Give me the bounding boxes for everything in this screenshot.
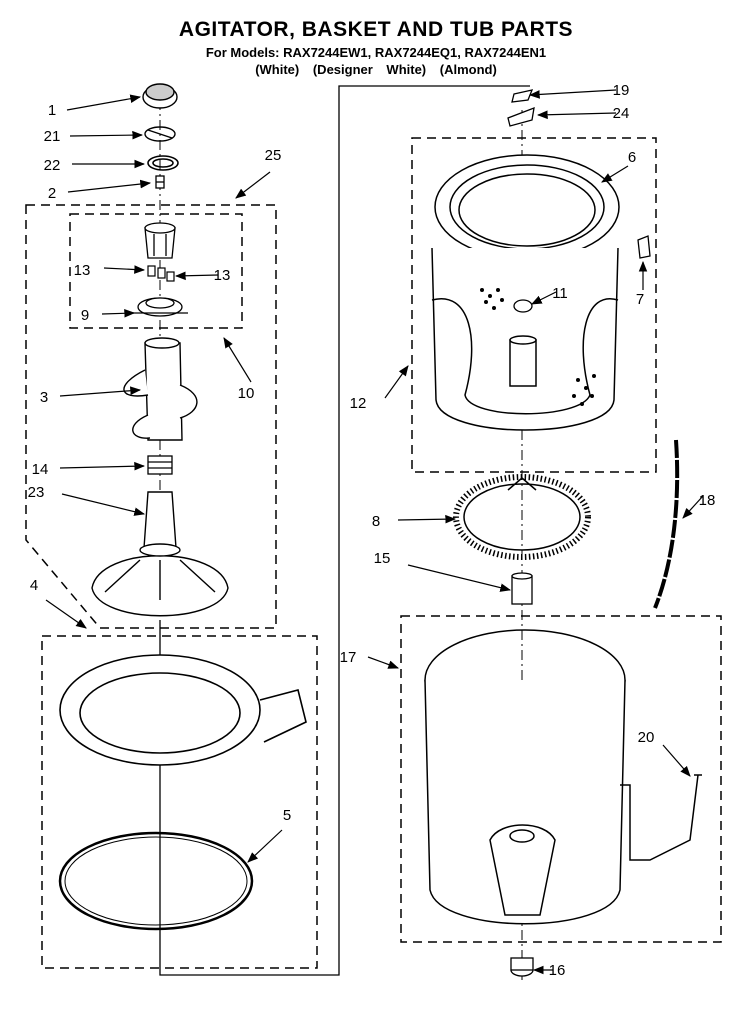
callout-leader-25 xyxy=(235,171,271,199)
group-box-10 xyxy=(69,213,243,329)
model-variants: (White) (Designer White) (Almond) xyxy=(255,62,497,77)
callout-label-13: 13 xyxy=(74,262,91,279)
cap-spring xyxy=(144,126,176,142)
callout-leader-18 xyxy=(682,495,704,519)
callout-leader-20 xyxy=(662,744,691,777)
tub-ring xyxy=(59,654,307,766)
callout-leader-1 xyxy=(66,94,142,111)
drive-hub xyxy=(513,299,533,313)
callout-leader-12 xyxy=(384,365,409,399)
group-box-12 xyxy=(411,137,657,473)
callout-label-25: 25 xyxy=(265,147,282,164)
tub-nut xyxy=(510,957,534,977)
seal-ring xyxy=(147,155,179,171)
callout-label-2: 2 xyxy=(48,185,56,202)
callout-leader-23 xyxy=(61,493,146,516)
callout-leader-14 xyxy=(59,461,146,471)
callout-label-9: 9 xyxy=(81,307,89,324)
fill-hose xyxy=(653,439,680,609)
cam-assembly xyxy=(144,222,176,259)
callout-leader-21 xyxy=(69,130,144,140)
callout-label-15: 15 xyxy=(374,550,391,567)
callout-label-16: 16 xyxy=(549,962,566,979)
auger xyxy=(123,337,198,441)
callout-leader-11 xyxy=(531,291,557,305)
callout-label-6: 6 xyxy=(628,149,636,166)
callout-leader-15 xyxy=(407,564,512,592)
callout-label-7: 7 xyxy=(636,291,644,308)
routing-line xyxy=(159,85,530,976)
callout-leader-17 xyxy=(367,656,400,669)
group-box-17 xyxy=(400,615,722,943)
callout-label-4: 4 xyxy=(30,577,38,594)
balance-ring xyxy=(434,154,620,260)
callout-leader-24 xyxy=(536,110,617,120)
callout-leader-8 xyxy=(397,514,457,524)
group-box-4-5 xyxy=(41,635,318,969)
model-list: For Models: RAX7244EW1, RAX7244EQ1, RAX7… xyxy=(205,45,547,60)
callout-leader-9 xyxy=(101,308,136,318)
callout-label-20: 20 xyxy=(638,729,655,746)
callout-leader-5 xyxy=(247,829,283,863)
callout-label-19: 19 xyxy=(613,82,630,99)
callout-leader-10 xyxy=(223,337,252,383)
basket-clip xyxy=(511,89,534,103)
cam-plate xyxy=(132,297,188,317)
callout-label-11: 11 xyxy=(552,285,568,302)
basket-holes xyxy=(480,288,596,406)
callout-label-18: 18 xyxy=(699,492,716,509)
callout-label-12: 12 xyxy=(350,395,367,412)
dog-pieces xyxy=(147,265,175,282)
callout-label-13: 13 xyxy=(214,267,231,284)
tub-gasket xyxy=(58,831,254,931)
callout-label-8: 8 xyxy=(372,513,380,530)
callout-label-1: 1 xyxy=(48,102,56,119)
drive-bell xyxy=(147,455,173,475)
outer-tub xyxy=(424,629,626,925)
diagram-title: AGITATOR, BASKET AND TUB PARTS xyxy=(178,18,574,41)
callout-label-21: 21 xyxy=(44,128,61,145)
callout-label-23: 23 xyxy=(28,484,45,501)
agitator-cap xyxy=(142,83,178,109)
drain-hose xyxy=(620,774,702,861)
callout-leader-13 xyxy=(103,265,146,274)
callout-label-24: 24 xyxy=(613,105,630,122)
callout-leader-2 xyxy=(67,179,152,193)
callout-label-3: 3 xyxy=(40,389,48,406)
callout-label-17: 17 xyxy=(340,649,357,666)
basket-bracket xyxy=(507,106,535,127)
tub-bearing xyxy=(511,572,533,605)
callout-label-10: 10 xyxy=(238,385,255,402)
basket xyxy=(431,247,619,431)
agitator-base xyxy=(91,491,229,617)
callout-label-14: 14 xyxy=(32,461,49,478)
callout-label-22: 22 xyxy=(44,157,61,174)
clamp-part xyxy=(637,235,651,259)
callout-leader-3 xyxy=(59,386,142,397)
callout-leader-4 xyxy=(45,599,87,629)
callout-label-5: 5 xyxy=(283,807,291,824)
callout-leader-19 xyxy=(528,89,617,99)
screw-part xyxy=(155,175,165,189)
callout-leader-6 xyxy=(601,165,629,183)
callout-leader-13 xyxy=(174,271,219,281)
